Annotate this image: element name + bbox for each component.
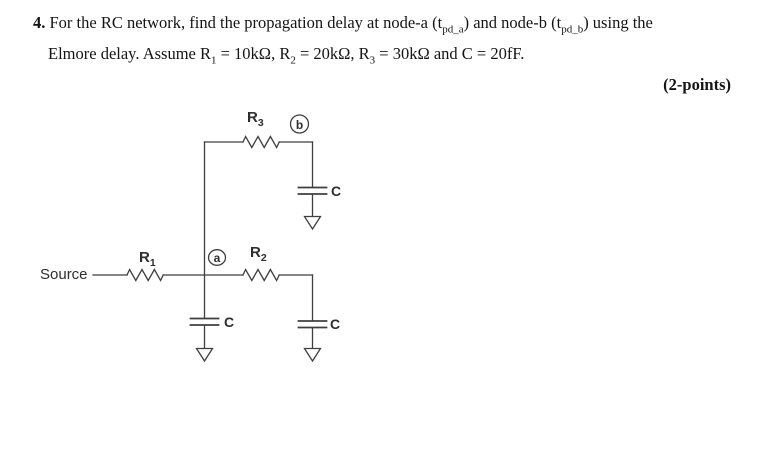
r1-sub: 1: [149, 257, 156, 269]
node-b-label: b: [295, 117, 304, 132]
r3-sub: 3: [257, 117, 264, 129]
r3-base: R: [247, 109, 258, 126]
node-a-circle: [207, 249, 227, 266]
cap-mid-label: C: [224, 314, 235, 330]
resistor-r1-icon: [126, 268, 165, 282]
r2-base: R: [250, 244, 261, 261]
capacitor-right-icon: [297, 320, 328, 329]
node-b-circle: [289, 114, 310, 134]
capacitor-mid-icon: [189, 317, 220, 326]
r2-sub: 2: [260, 252, 267, 264]
ground-icon-mid: [195, 347, 214, 363]
r2-label: R2: [250, 244, 267, 263]
cap-right-label: C: [330, 316, 341, 332]
points-label: (2-points): [663, 75, 731, 94]
source-label: Source: [40, 266, 88, 283]
capacitor-top-icon: [297, 186, 328, 195]
resistor-r3-icon: [242, 135, 281, 149]
r1-base: R: [139, 249, 150, 266]
problem-line-1: 4. For the RC network, find the propagat…: [33, 13, 653, 36]
r1-label: R1: [139, 249, 156, 268]
r3-label: R3: [247, 109, 264, 128]
ground-icon-top: [303, 215, 322, 231]
cap-top-label: C: [331, 183, 342, 199]
node-a-label: a: [213, 251, 221, 265]
problem-line-2: Elmore delay. Assume R1 = 10kΩ, R2 = 20k…: [48, 44, 525, 67]
ground-icon-right: [303, 347, 322, 363]
resistor-r2-icon: [242, 268, 281, 282]
problem-statement: 4. For the RC network, find the propagat…: [33, 7, 731, 100]
